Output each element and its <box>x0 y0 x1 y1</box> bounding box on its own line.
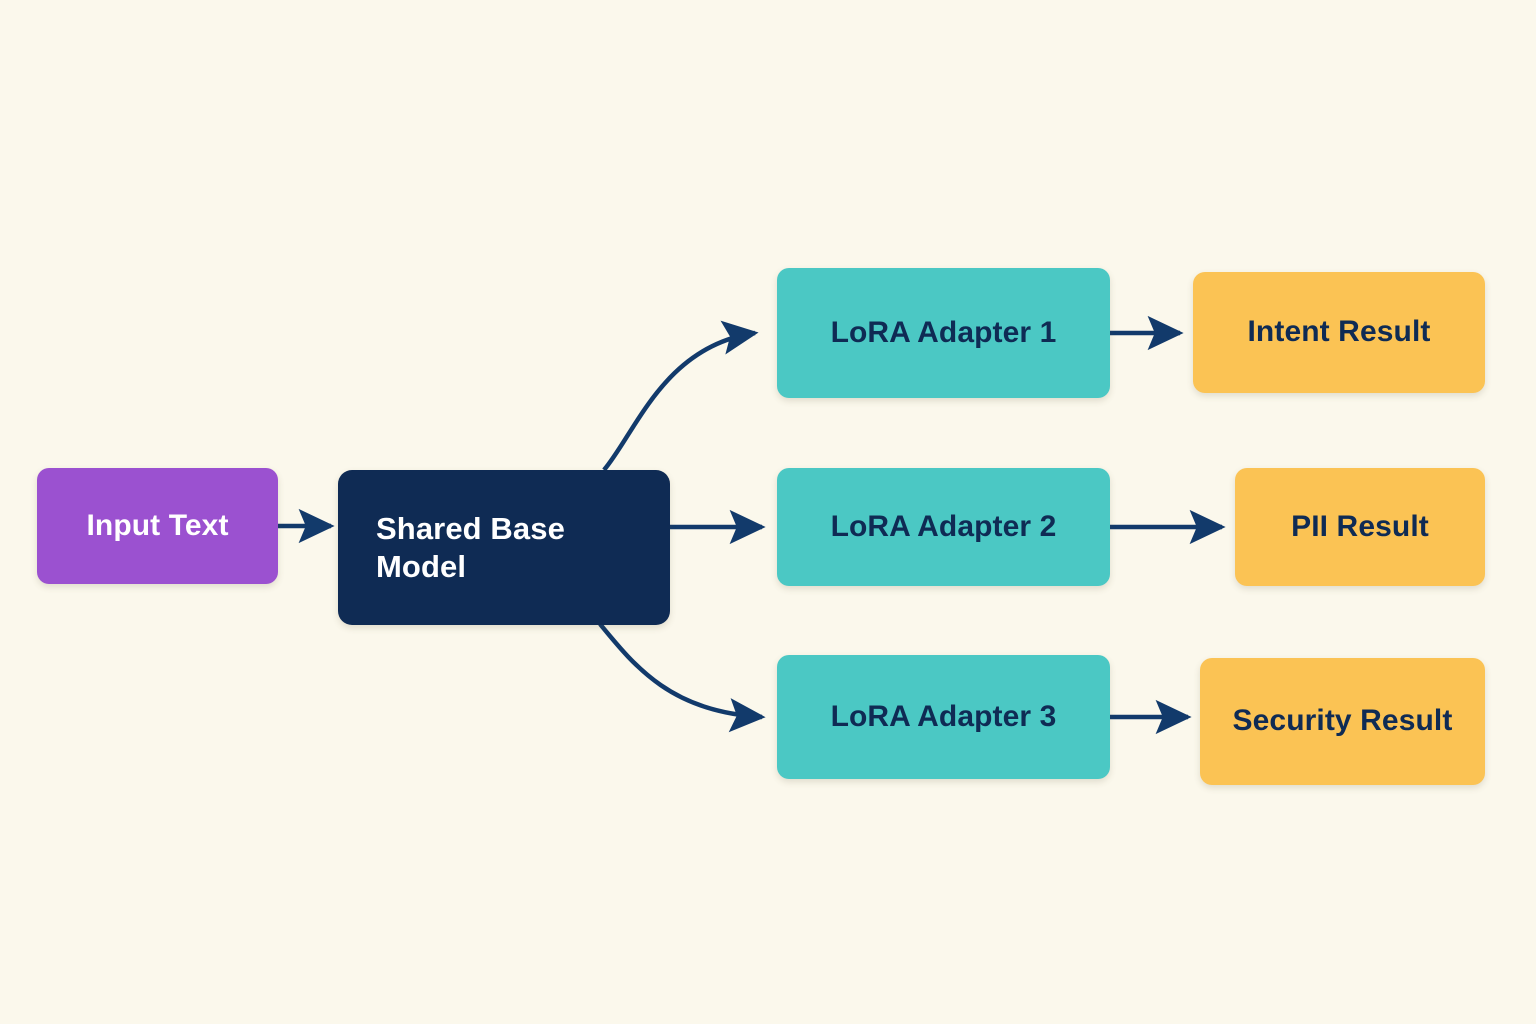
node-shared-base-model-line1: Shared Base <box>376 510 565 546</box>
node-lora-adapter-3-label: LoRA Adapter 3 <box>830 699 1057 733</box>
edge-base-to-adapter-3 <box>598 622 766 733</box>
node-shared-base-model-line2: Model <box>376 548 467 584</box>
node-lora-adapter-3[interactable]: LoRA Adapter 3 <box>777 655 1110 779</box>
node-security-result-label: Security Result <box>1232 704 1453 738</box>
node-lora-adapter-1[interactable]: LoRA Adapter 1 <box>777 268 1110 398</box>
node-intent-result[interactable]: Intent Result <box>1193 272 1485 393</box>
node-input-text-label: Input Text <box>86 508 229 542</box>
node-security-result[interactable]: Security Result <box>1200 658 1485 785</box>
node-intent-result-label: Intent Result <box>1247 315 1431 349</box>
node-lora-adapter-1-label: LoRA Adapter 1 <box>830 315 1057 349</box>
node-shared-base-model-label: Shared Base Model <box>376 510 632 586</box>
node-input-text[interactable]: Input Text <box>37 468 278 584</box>
node-shared-base-model[interactable]: Shared Base Model <box>338 470 670 625</box>
edge-base-to-adapter-1 <box>602 320 759 472</box>
node-pii-result[interactable]: PII Result <box>1235 468 1485 586</box>
node-pii-result-label: PII Result <box>1291 509 1429 543</box>
node-lora-adapter-2[interactable]: LoRA Adapter 2 <box>777 468 1110 586</box>
node-lora-adapter-2-label: LoRA Adapter 2 <box>830 509 1057 543</box>
